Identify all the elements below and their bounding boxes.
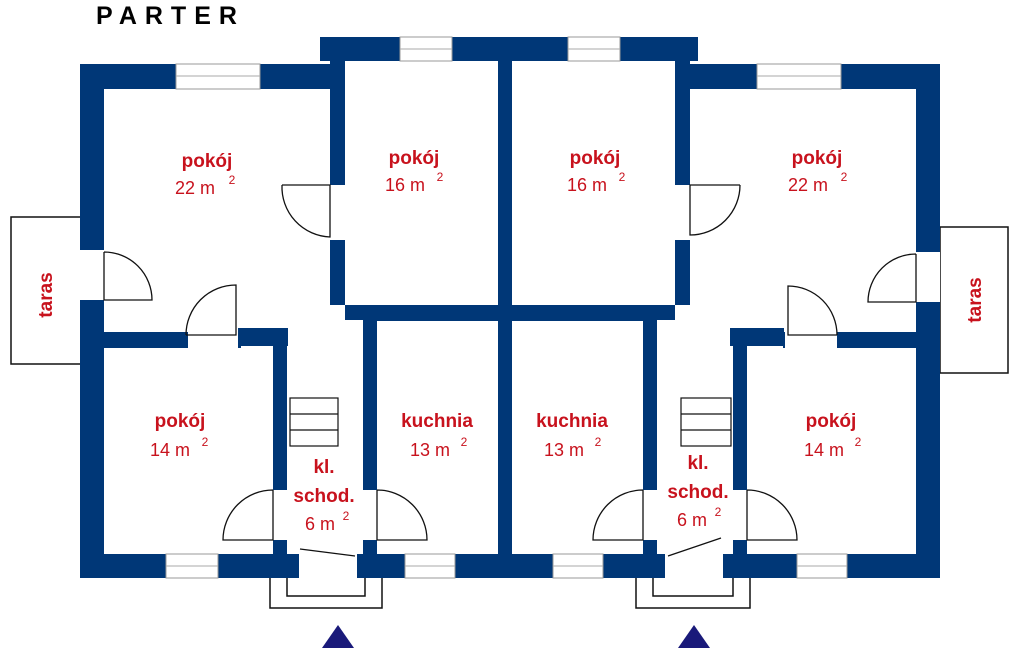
svg-text:schod.: schod. — [667, 482, 728, 503]
room-label-3: pokój 16 m 2 — [567, 148, 626, 195]
svg-text:2: 2 — [229, 173, 236, 187]
svg-text:6 m: 6 m — [677, 510, 707, 530]
svg-text:13 m: 13 m — [544, 440, 584, 460]
room-label-9: kl. schod. 6 m 2 — [293, 457, 354, 534]
svg-text:2: 2 — [343, 509, 350, 523]
room-label-7: kuchnia 13 m 2 — [536, 411, 608, 460]
svg-text:22 m: 22 m — [175, 178, 215, 198]
room-label-5: pokój 14 m 2 — [150, 411, 209, 460]
svg-text:14 m: 14 m — [150, 440, 190, 460]
svg-text:pokój: pokój — [792, 148, 843, 169]
svg-text:pokój: pokój — [155, 411, 206, 432]
room-label-2: pokój 16 m 2 — [385, 148, 444, 195]
room-label-6: kuchnia 13 m 2 — [401, 411, 473, 460]
stairs — [289, 397, 732, 447]
svg-text:6 m: 6 m — [305, 514, 335, 534]
svg-text:2: 2 — [619, 170, 626, 184]
svg-text:kuchnia: kuchnia — [401, 411, 473, 432]
svg-text:kl.: kl. — [313, 457, 334, 478]
window-lines — [166, 48, 847, 567]
svg-text:2: 2 — [461, 435, 468, 449]
room-label-1: pokój 22 m 2 — [175, 151, 236, 198]
svg-text:2: 2 — [715, 505, 722, 519]
porch-right — [635, 578, 751, 609]
svg-text:16 m: 16 m — [385, 175, 425, 195]
svg-text:kuchnia: kuchnia — [536, 411, 608, 432]
svg-text:pokój: pokój — [182, 151, 233, 172]
svg-text:13 m: 13 m — [410, 440, 450, 460]
porch-left — [269, 578, 383, 609]
svg-text:kl.: kl. — [687, 453, 708, 474]
svg-text:schod.: schod. — [293, 486, 354, 507]
room-label-10: kl. schod. 6 m 2 — [667, 453, 728, 530]
door-openings — [80, 185, 940, 578]
room-label-4: pokój 22 m 2 — [788, 148, 848, 195]
svg-text:2: 2 — [437, 170, 444, 184]
svg-text:pokój: pokój — [806, 411, 857, 432]
svg-text:pokój: pokój — [570, 148, 621, 169]
plan-title: PARTER — [96, 2, 245, 30]
room-label-8: pokój 14 m 2 — [804, 411, 862, 460]
terrace-right — [939, 226, 1009, 374]
svg-text:pokój: pokój — [389, 148, 440, 169]
terrace-label-right: taras — [965, 277, 986, 322]
entrance-arrow-right — [678, 625, 710, 648]
svg-text:2: 2 — [595, 435, 602, 449]
svg-text:2: 2 — [202, 435, 209, 449]
svg-text:2: 2 — [841, 170, 848, 184]
svg-text:22 m: 22 m — [788, 175, 828, 195]
svg-text:16 m: 16 m — [567, 175, 607, 195]
svg-text:2: 2 — [855, 435, 862, 449]
terrace-label-left: taras — [36, 272, 57, 317]
walls — [80, 37, 940, 578]
entrance-arrow-left — [322, 625, 354, 648]
door-swings — [103, 184, 917, 557]
terrace-left — [10, 216, 82, 365]
svg-text:14 m: 14 m — [804, 440, 844, 460]
